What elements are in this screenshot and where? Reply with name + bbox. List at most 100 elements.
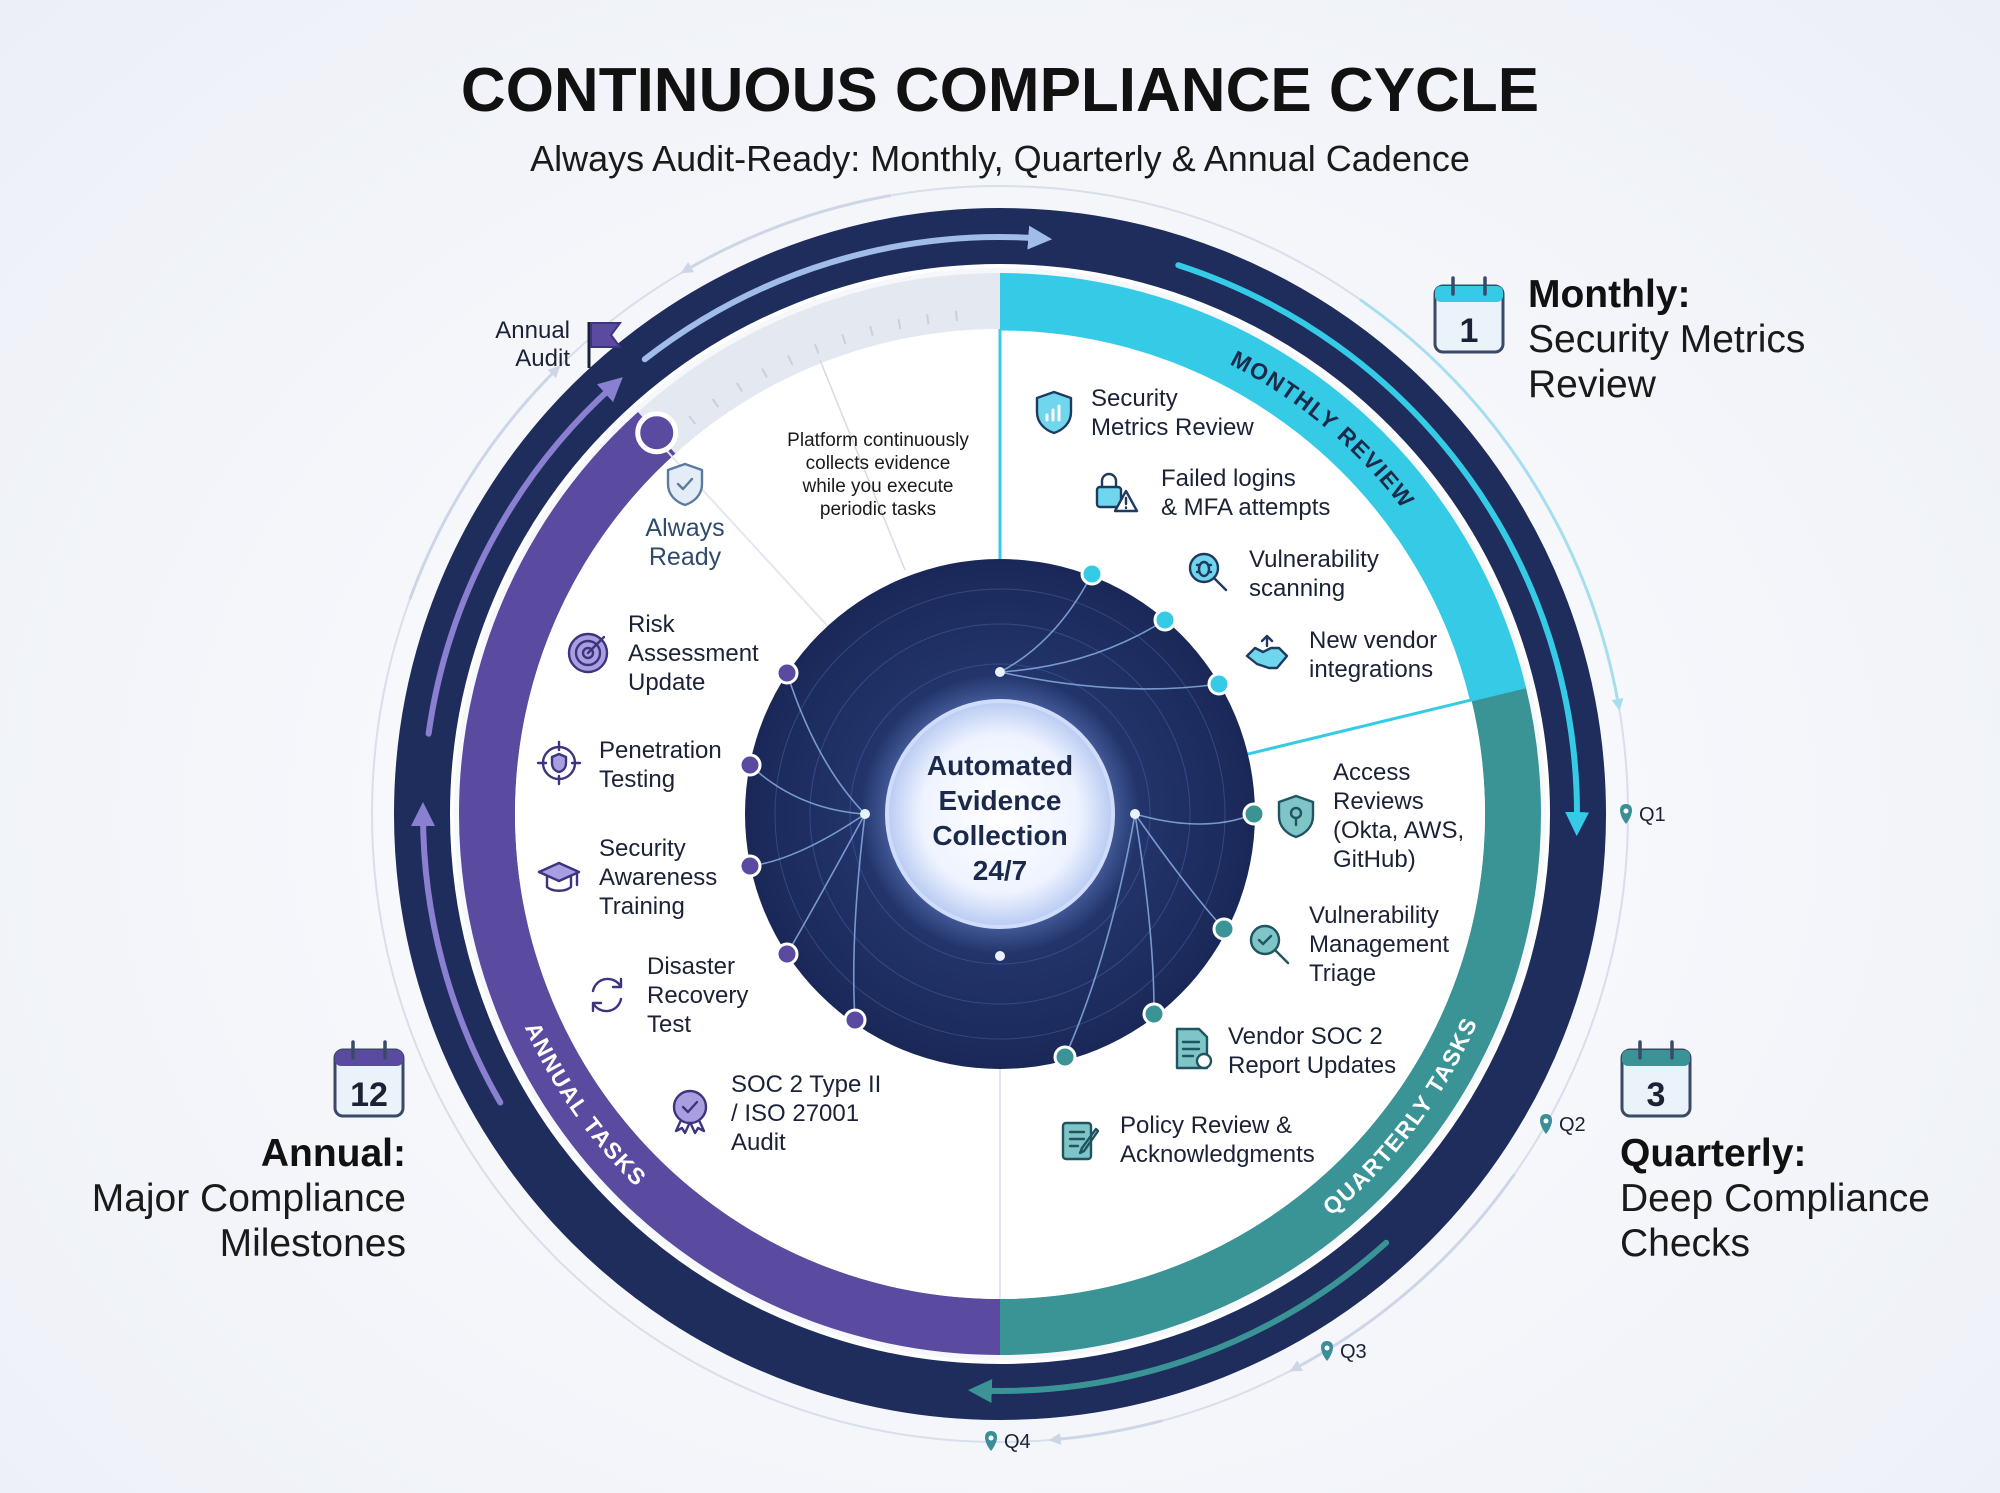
refresh-icon: [591, 977, 623, 1013]
monthly-progress-arrow: [1175, 262, 1590, 837]
platform-note-line: Platform continuously: [787, 430, 969, 451]
task-label-line: Vendor SOC 2: [1228, 1023, 1383, 1050]
track-tick: [761, 368, 768, 378]
task-label-line: Reviews: [1333, 788, 1424, 815]
crosshair-shield-icon: [536, 740, 582, 786]
task-label-line: & MFA attempts: [1161, 494, 1330, 521]
map-pin-icon: [1620, 804, 1632, 824]
center-title-line: Evidence: [939, 785, 1062, 816]
page-title: CONTINUOUS COMPLIANCE CYCLE: [461, 56, 1539, 125]
quarter-label: Q4: [1004, 1431, 1031, 1453]
quarter-marker-q4: Q4: [985, 1431, 1031, 1453]
annual-progress-arrow-2: [425, 377, 623, 737]
annual-task-node: [738, 753, 762, 777]
cycle-direction-arrow: [680, 194, 892, 274]
task-label-line: Security: [1091, 385, 1178, 412]
evidence-connector: [999, 573, 1093, 673]
connector-hub: [995, 951, 1005, 961]
core-orbit: [774, 588, 1226, 1040]
search-check-icon: [1249, 924, 1290, 965]
monthly-header-description-line: Review: [1528, 363, 1657, 406]
shield-chart-icon: [1035, 390, 1073, 435]
task-label-line: Policy Review &: [1120, 1112, 1292, 1139]
evidence-connector: [1064, 813, 1136, 1058]
task-label: Failed logins& MFA attempts: [1161, 465, 1330, 521]
always-ready-marker: [635, 411, 679, 455]
evidence-connector: [1134, 813, 1155, 1015]
evidence-connector: [786, 813, 866, 955]
annual-calendar-icon: 12: [333, 1040, 405, 1118]
monthly-band-segment: [999, 273, 1526, 701]
platform-note-line: periodic tasks: [820, 499, 936, 520]
task-label-line: / ISO 27001: [731, 1100, 859, 1127]
track-tick: [711, 398, 720, 408]
clipboard-pen-icon: [1061, 1121, 1100, 1161]
document-icon: [1175, 1027, 1213, 1070]
map-pin-dot: [1623, 808, 1629, 814]
quarterly-task-item: Policy Review &Acknowledgments: [1061, 1112, 1315, 1168]
annual-task-node: [738, 854, 762, 878]
annual-audit-label-line: Annual: [495, 317, 570, 344]
track-tick: [736, 382, 743, 393]
track-tick: [926, 314, 930, 325]
note-leader-line: [819, 359, 906, 571]
quarterly-task-node: [1212, 917, 1236, 941]
monthly-calendar-number: 1: [1460, 312, 1479, 350]
evidence-connector: [786, 672, 866, 815]
annual-calendar-number: 12: [350, 1076, 388, 1114]
task-label-line: Update: [628, 669, 705, 696]
track-tick: [841, 333, 847, 345]
platform-note-line: while you execute: [801, 476, 953, 497]
quarterly-task-node: [1053, 1045, 1077, 1069]
core-orbit: [809, 623, 1191, 1005]
monthly-task-node: [1207, 672, 1231, 696]
core-glow: [885, 699, 1115, 929]
quarterly-calendar-icon: 3: [1620, 1040, 1692, 1118]
annual-audit-label-line: Audit: [515, 345, 570, 372]
map-pin-icon: [985, 1431, 997, 1451]
annual-task-node: [775, 661, 799, 685]
monthly-header-description-line: Security Metrics: [1528, 318, 1805, 361]
task-label-line: scanning: [1249, 575, 1345, 602]
task-label-line: Recovery: [647, 982, 748, 1009]
quarter-marker-q3: Q3: [1321, 1341, 1367, 1363]
award-badge-icon: [672, 1089, 708, 1135]
quarterly-task-node: [1242, 802, 1266, 826]
cycle-direction-arrow: [408, 365, 561, 600]
quarterly-band-segment: [999, 686, 1541, 1355]
task-label-line: Report Updates: [1228, 1052, 1396, 1079]
top-progress-arrow: [641, 225, 1053, 363]
map-pin-dot: [988, 1435, 994, 1441]
connector-hub: [1130, 809, 1140, 819]
task-label-line: (Okta, AWS,: [1333, 817, 1464, 844]
quarter-marker-q2: Q2: [1540, 1114, 1586, 1136]
quarter-label: Q1: [1639, 804, 1666, 826]
always-ready-label-line: Always: [645, 514, 724, 542]
platform-note-line: collects evidence: [806, 453, 951, 474]
track-tick: [813, 343, 820, 354]
task-label-line: Triage: [1309, 960, 1376, 987]
task-label-line: integrations: [1309, 656, 1433, 683]
annual-band-segment: [459, 412, 1001, 1355]
annual-header-description-line: Milestones: [220, 1222, 406, 1265]
map-pin-dot: [1543, 1118, 1549, 1124]
lock-warning-icon: [1095, 472, 1139, 513]
quarterly-header-description-line: Checks: [1620, 1222, 1750, 1265]
